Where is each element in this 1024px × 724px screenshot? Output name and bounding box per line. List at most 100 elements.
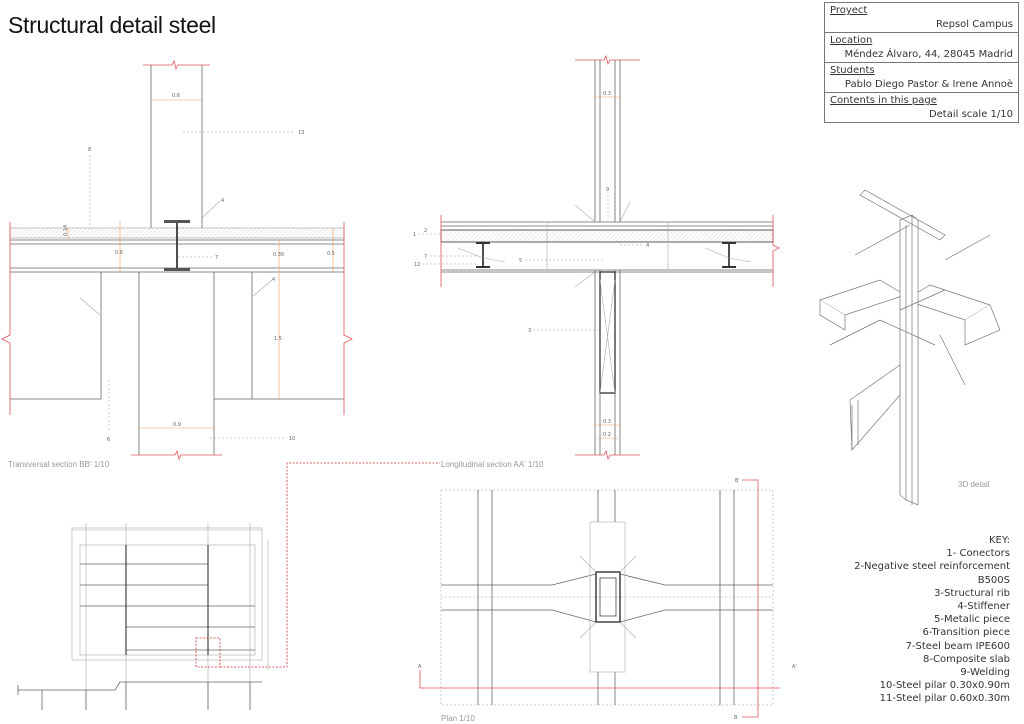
drawing-line	[879, 289, 946, 346]
key-item: 7-Steel beam IPE600	[905, 640, 1010, 652]
drawing-label: 0.6	[172, 93, 180, 99]
drawing-label: 0.9	[173, 422, 181, 428]
drawing-line	[72, 523, 269, 700]
pillar-plan	[595, 571, 621, 623]
drawing-line	[859, 189, 946, 241]
drawing-line	[546, 222, 669, 270]
drawing-label: 12	[414, 262, 420, 268]
break-line-top	[143, 59, 210, 71]
drawing-label: 1	[413, 232, 416, 238]
drawing-line	[17, 681, 262, 710]
building-section	[17, 462, 440, 710]
drawing-label: 0.2	[603, 432, 611, 438]
drawing-line	[71, 527, 263, 661]
transition-piece	[10, 272, 344, 455]
section-label-b2: B'	[735, 478, 740, 484]
key-item: 1- Conectors	[946, 548, 1010, 560]
drawing-line	[79, 544, 256, 656]
key-item: 2-Negative steel reinforcement	[854, 561, 1010, 573]
drawing-label: 13	[298, 130, 304, 136]
break-lines-sides	[1, 222, 353, 415]
key-item: 3-Structural rib	[934, 587, 1010, 599]
drawing-line	[599, 577, 617, 617]
callouts: 1 2 7 12 5 4 9 3	[413, 187, 752, 334]
drawing-label: 1.5	[274, 336, 282, 342]
legend-key: KEY: 1- Conectors 2-Negative steel reinf…	[854, 534, 1010, 706]
drawing-label: 0.5	[327, 251, 335, 257]
plan-caption: Plan 1/10	[441, 714, 475, 723]
drawing-label: 5	[519, 258, 522, 264]
drawing-line	[829, 224, 991, 386]
page-title: Structural detail steel	[8, 12, 216, 38]
drawing-label: 0.6	[115, 250, 123, 256]
key-item: 6-Transition piece	[922, 627, 1010, 639]
project-label: Proyect	[830, 5, 868, 16]
drawing-label: 0.36	[273, 252, 284, 258]
key-item: 4-Stiffener	[957, 601, 1010, 613]
drawing-label: 0.3	[603, 91, 611, 97]
drawing-line	[80, 563, 255, 651]
drawing-label: 8	[88, 147, 91, 153]
detail-reference-line	[220, 462, 440, 668]
drawing-label: 7	[215, 255, 218, 261]
drawing-label: 3	[528, 328, 531, 334]
key-item: 5-Metalic piece	[934, 614, 1010, 626]
drawing-line	[964, 304, 1001, 346]
longitudinal-caption: Longitudinal section AA' 1/10	[441, 460, 544, 469]
section-label-a: A	[418, 664, 422, 670]
drawing-line	[851, 400, 859, 450]
contents-value: Detail scale 1/10	[928, 109, 1013, 120]
detail-marker	[195, 637, 221, 668]
drawing-label: 4	[646, 243, 649, 249]
section-label-a2: A'	[792, 664, 797, 670]
3d-caption: 3D detail	[958, 480, 990, 489]
section-label-b: B	[734, 715, 738, 721]
drawing-line	[849, 364, 901, 451]
drawing-line	[125, 545, 209, 655]
drawing-line	[476, 266, 490, 268]
drawing-line	[599, 271, 616, 394]
students-label: Students	[830, 65, 875, 76]
beam-top-flange	[164, 220, 190, 223]
students-value: Pablo Diego Pastor & Irene Annoè	[844, 79, 1013, 90]
plan-boundary	[440, 489, 774, 706]
location-label: Location	[830, 35, 873, 46]
callouts: 13 8 7 6 10 4 4	[79, 130, 304, 443]
drawing-label: 9	[606, 187, 609, 193]
key-title: KEY:	[988, 535, 1010, 546]
drawing-line	[251, 279, 273, 298]
key-item: 8-Composite slab	[923, 653, 1010, 665]
plan-view: A A' B' B Plan 1/10	[418, 478, 797, 723]
contents-label: Contents in this page	[830, 95, 937, 106]
drawing-line	[579, 555, 637, 639]
longitudinal-section: 0.3 0.3 0.2 1 2 7 12 5 4 9 3 Longitudina…	[413, 54, 780, 469]
project-value: Repsol Campus	[935, 19, 1013, 30]
structural-rib	[599, 271, 616, 394]
steel-pillar-10	[594, 60, 621, 455]
drawing-label: 10	[289, 436, 295, 442]
key-item: 9-Welding	[960, 667, 1010, 679]
break-line-bottom	[131, 449, 222, 461]
composite-deck	[440, 229, 774, 243]
drawing-line	[722, 242, 736, 244]
dimensions: 0.6 0.14 0.6 0.36 0.5 1.5 0.9	[63, 93, 335, 429]
drawing-label: 0.3	[603, 419, 611, 425]
section-line-aa	[419, 670, 780, 689]
drawing-label: 4	[272, 277, 275, 283]
drawing-line	[201, 200, 221, 219]
beam-bottom-flange	[164, 268, 190, 271]
transversal-section: 0.6 0.14 0.6 0.36 0.5 1.5 0.9 13 8 7 6 1…	[1, 59, 353, 469]
plan-beam	[441, 573, 773, 623]
metalic-piece	[589, 521, 626, 673]
ipe-beam-left	[476, 242, 490, 268]
break-line-bottom	[575, 449, 640, 461]
steel-pillar-11	[150, 65, 203, 228]
drawing-label: 4	[221, 198, 224, 204]
drawing-label: 2	[424, 228, 427, 234]
break-line-top	[575, 54, 640, 66]
